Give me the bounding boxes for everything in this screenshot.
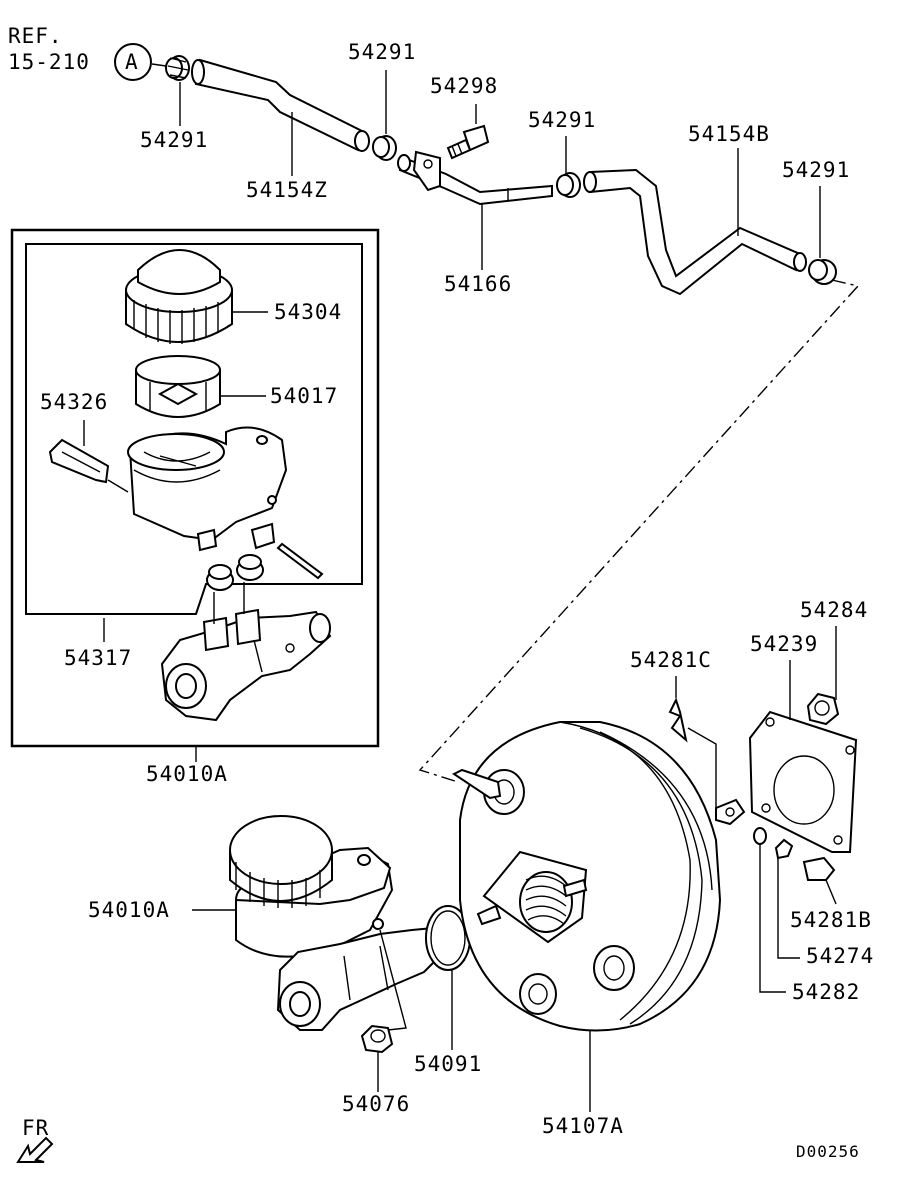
label-54274: 54274 (806, 944, 875, 968)
reservoir-cap-54304 (125, 249, 233, 344)
label-54010a-box: 54010A (146, 762, 228, 786)
leader-54076-bracket (379, 929, 407, 1031)
pin-54281b (802, 856, 836, 881)
washer-54282 (753, 827, 767, 845)
leader-54281c-b (687, 727, 717, 808)
label-54304: 54304 (274, 300, 343, 324)
o-ring-54091-inner (430, 910, 466, 966)
label-54154b: 54154B (688, 122, 770, 146)
ref-line1: REF. (8, 24, 63, 48)
label-54281c: 54281C (630, 648, 712, 672)
clip-54281c (668, 697, 688, 743)
vacuum-hose-54154z (191, 58, 370, 152)
label-54291-b: 54291 (348, 40, 417, 64)
brake-booster-54107a (452, 721, 746, 1032)
front-label: FR (22, 1116, 50, 1140)
hose-clamp-54291-d (808, 259, 837, 285)
leader-54326-b (107, 479, 129, 493)
label-54291-a: 54291 (140, 128, 209, 152)
master-cylinder-boxed (160, 608, 332, 722)
label-54091: 54091 (414, 1052, 483, 1076)
nut-54076 (360, 1024, 394, 1054)
label-54281b: 54281B (790, 908, 872, 932)
label-54166: 54166 (444, 272, 513, 296)
gasket-54239 (748, 710, 858, 853)
ref-circle (114, 43, 152, 81)
reservoir-pin (276, 542, 324, 580)
label-54010a: 54010A (88, 898, 170, 922)
label-54282: 54282 (792, 980, 861, 1004)
grommets-54317 (206, 554, 264, 591)
ref-line2: 15-210 (8, 50, 90, 74)
assembly-box-inner (25, 243, 363, 615)
label-54239: 54239 (750, 632, 819, 656)
label-54154z: 54154Z (246, 178, 328, 202)
vacuum-pipe-54166 (397, 150, 553, 206)
label-54326: 54326 (40, 390, 109, 414)
front-arrow-icon (16, 1136, 54, 1163)
label-54017: 54017 (270, 384, 339, 408)
assembly-box-outer (10, 228, 380, 748)
label-54298: 54298 (430, 74, 499, 98)
label-54317: 54317 (64, 646, 133, 670)
hose-clamp-54291-left (165, 55, 190, 81)
leader-ref-a (151, 63, 167, 67)
routing-line (418, 279, 860, 783)
nut-54284 (806, 692, 840, 726)
level-sensor-54326 (48, 438, 110, 484)
leader-54281b (825, 879, 837, 905)
leader-54282 (759, 844, 786, 993)
label-54076: 54076 (342, 1092, 411, 1116)
reservoir-body (127, 426, 288, 552)
label-54291-c: 54291 (528, 108, 597, 132)
label-54107a: 54107A (542, 1114, 624, 1138)
master-cylinder-54010a (229, 815, 466, 1031)
leader-54274 (777, 858, 800, 959)
filter-strainer-54017 (135, 355, 221, 418)
label-54291-d: 54291 (782, 158, 851, 182)
hose-clamp-54291-c (556, 172, 581, 198)
bolt-54298 (446, 124, 490, 160)
washer-54274 (774, 838, 794, 860)
hose-clamp-54291-b (372, 135, 397, 161)
label-54284: 54284 (800, 598, 869, 622)
ref-circle-letter: A (125, 50, 139, 74)
vacuum-hose-54154b (583, 168, 807, 296)
diagram-code: D00256 (796, 1142, 860, 1161)
